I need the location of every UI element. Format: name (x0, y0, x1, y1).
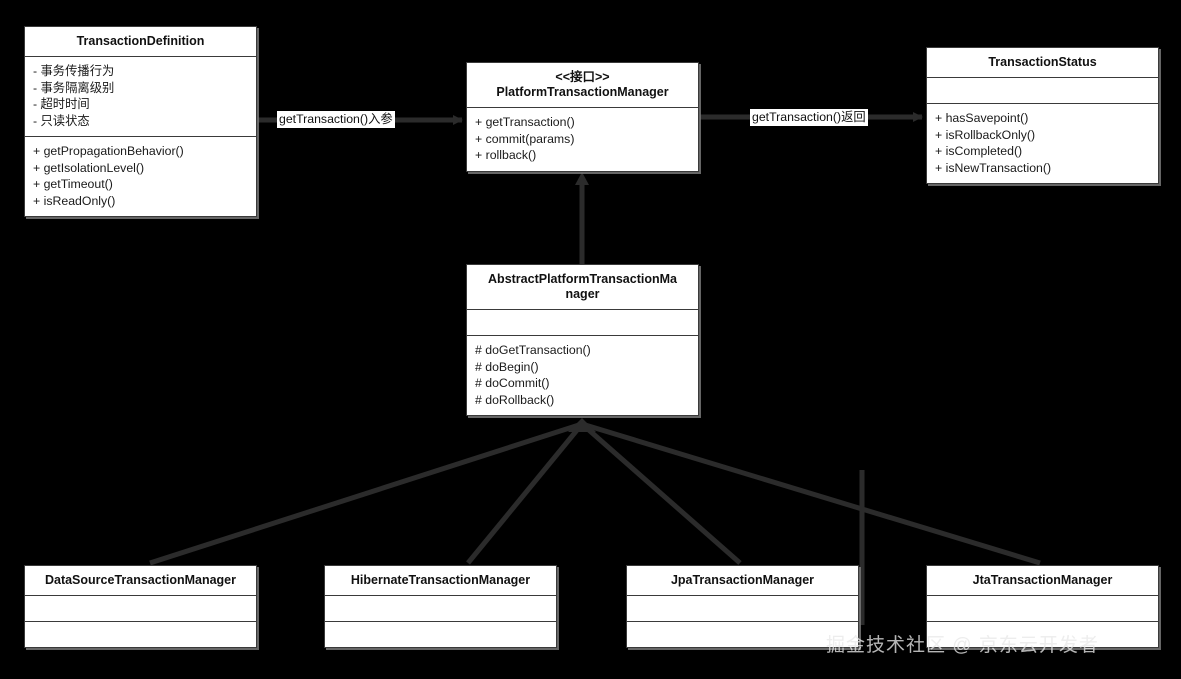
class-title-transaction-status: TransactionStatus (988, 55, 1097, 69)
class-box-jpa-transaction-manager[interactable]: JpaTransactionManager (626, 565, 859, 648)
method-item: # doRollback() (475, 392, 555, 407)
class-box-hibernate-transaction-manager[interactable]: HibernateTransactionManager (324, 565, 557, 648)
edge-label-definition-to-manager: getTransaction()入参 (277, 111, 395, 128)
method-item: + getTransaction() (475, 115, 575, 129)
class-box-abstract-platform-transaction-manager[interactable]: AbstractPlatformTransactionMa nager # do… (466, 264, 699, 416)
method-item: # doCommit() (475, 376, 550, 390)
method-item: # doBegin() (475, 359, 539, 374)
class-name-label: PlatformTransactionManager (496, 85, 669, 99)
methods-compartment-transaction-status: + hasSavepoint() + isRollbackOnly() + is… (927, 103, 1158, 183)
edge-label-manager-to-status: getTransaction()返回 (750, 109, 868, 126)
class-box-transaction-definition[interactable]: TransactionDefinition - 事务传播行为 - 事务隔离级别 … (24, 26, 257, 217)
method-item: + isReadOnly() (33, 193, 116, 208)
class-title-jpa-transaction-manager: JpaTransactionManager (670, 573, 815, 587)
attributes-compartment-transaction-definition: - 事务传播行为 - 事务隔离级别 - 超时时间 - 只读状态 (25, 56, 256, 136)
methods-compartment-hibernate-transaction-manager (325, 621, 556, 647)
edge-jta-to-abstract (581, 421, 1041, 566)
class-title-hibernate-transaction-manager: HibernateTransactionManager (350, 573, 531, 587)
methods-compartment-transaction-definition: + getPropagationBehavior() + getIsolatio… (25, 136, 256, 216)
class-title-transaction-definition: TransactionDefinition (76, 34, 205, 48)
attributes-compartment-abstract-platform-transaction-manager (467, 309, 698, 335)
attributes-compartment-datasource-transaction-manager (25, 595, 256, 621)
methods-compartment-datasource-transaction-manager (25, 621, 256, 647)
method-item: + isCompleted() (935, 144, 1023, 158)
class-box-jta-transaction-manager[interactable]: JtaTransactionManager (926, 565, 1159, 648)
method-item: + rollback() (475, 148, 537, 162)
method-item: + isRollbackOnly() (935, 127, 1036, 142)
methods-compartment-jpa-transaction-manager (627, 621, 858, 647)
class-title-platform-transaction-manager: <<接口>> PlatformTransactionManager (467, 63, 698, 107)
attributes-compartment-hibernate-transaction-manager (325, 595, 556, 621)
stereotype-label: <<接口>> (555, 70, 610, 84)
class-box-transaction-status[interactable]: TransactionStatus + hasSavepoint() + isR… (926, 47, 1159, 184)
method-item: + getPropagationBehavior() (33, 144, 184, 158)
method-item: + commit(params) (475, 131, 575, 146)
class-title-abstract-platform-transaction-manager: AbstractPlatformTransactionMa nager (467, 265, 698, 309)
method-item: + hasSavepoint() (935, 111, 1029, 125)
class-box-platform-transaction-manager[interactable]: <<接口>> PlatformTransactionManager + getT… (466, 62, 699, 172)
edge-datasource-to-abstract (149, 421, 583, 566)
methods-compartment-jta-transaction-manager (927, 621, 1158, 647)
attribute-item: - 事务隔离级别 (33, 80, 115, 95)
class-box-datasource-transaction-manager[interactable]: DataSourceTransactionManager (24, 565, 257, 648)
methods-compartment-abstract-platform-transaction-manager: # doGetTransaction() # doBegin() # doCom… (467, 335, 698, 415)
edge-jpa-to-abstract (580, 422, 742, 565)
attributes-compartment-jpa-transaction-manager (627, 595, 858, 621)
method-item: # doGetTransaction() (475, 343, 591, 357)
method-item: + getIsolationLevel() (33, 160, 145, 175)
attribute-item: - 超时时间 (33, 97, 90, 111)
edge-hibernate-to-abstract (466, 422, 584, 565)
attribute-item: - 事务传播行为 (33, 64, 115, 78)
method-item: + getTimeout() (33, 177, 113, 191)
methods-compartment-platform-transaction-manager: + getTransaction() + commit(params) + ro… (467, 107, 698, 171)
class-title-datasource-transaction-manager: DataSourceTransactionManager (44, 573, 237, 587)
generalization-triangle-abstract (568, 418, 596, 432)
class-name-line-1: AbstractPlatformTransactionMa (488, 272, 677, 286)
class-title-jta-transaction-manager: JtaTransactionManager (972, 573, 1113, 587)
attribute-item: - 只读状态 (33, 113, 90, 128)
class-name-line-2: nager (565, 287, 600, 301)
attributes-compartment-jta-transaction-manager (927, 595, 1158, 621)
attributes-compartment-transaction-status (927, 77, 1158, 103)
generalization-triangle-interface (575, 172, 589, 185)
method-item: + isNewTransaction() (935, 160, 1052, 175)
